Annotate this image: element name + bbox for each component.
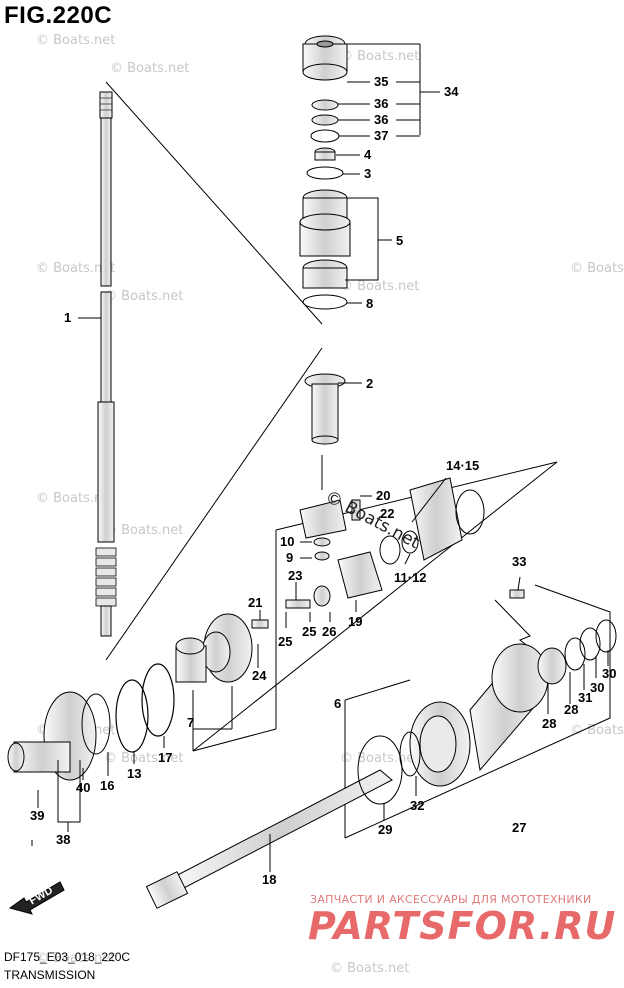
watermark: © Boats.net: [36, 951, 115, 966]
callout-33: 33: [512, 554, 526, 569]
watermark: © Boats.net: [570, 261, 624, 276]
callout-29: 29: [378, 822, 392, 837]
callout-labels: 1 2 3 4 5 6 7 8 9 10 11·12 13 14·15 16 1…: [30, 74, 616, 887]
figure-title: FIG.220C: [4, 2, 113, 29]
callout-22: 22: [380, 506, 394, 521]
callout-5: 5: [396, 233, 403, 248]
sleeve-part: [304, 373, 346, 445]
callout-38: 38: [56, 832, 70, 847]
gear-case-housing: [357, 589, 617, 805]
watermark: © Boats.net: [36, 261, 115, 276]
diagram-code: DF175_E03_018_220C: [4, 950, 131, 964]
watermark: © Boats.net: [36, 33, 115, 48]
callout-7: 7: [187, 715, 194, 730]
callout-30a: 30: [602, 666, 616, 681]
callout-4: 4: [364, 147, 372, 162]
callout-27: 27: [512, 820, 526, 835]
reverse-gear-part: [175, 613, 269, 683]
bracket-lines: [37, 43, 609, 872]
callout-40: 40: [76, 780, 90, 795]
watermark: © Boats.net: [570, 723, 624, 738]
callout-3: 3: [364, 166, 371, 181]
callout-25: 25: [278, 634, 292, 649]
callout-9: 9: [286, 550, 293, 565]
callout-13: 13: [127, 766, 141, 781]
callout-21: 21: [248, 595, 262, 610]
callout-34: 34: [444, 84, 459, 99]
diagram-caption: TRANSMISSION: [4, 968, 96, 982]
callout-23: 23: [288, 568, 302, 583]
watermark: © Boats.net: [104, 289, 183, 304]
callout-18: 18: [262, 872, 276, 887]
brand-logo: PARTSFOR.RU: [308, 904, 617, 948]
watermark: © Boats.net: [340, 751, 419, 766]
thrust-washers: [115, 663, 175, 753]
bevel-gear-part: [409, 477, 485, 561]
watermark: © Boats.net: [110, 61, 189, 76]
callout-8: 8: [366, 296, 373, 311]
callout-26: 26: [322, 624, 336, 639]
callout-17: 17: [158, 750, 172, 765]
callout-19: 19: [348, 614, 362, 629]
watermark: © Boats.net: [330, 961, 409, 976]
callout-14-15: 14·15: [446, 458, 479, 473]
callout-30b: 30: [590, 680, 604, 695]
callout-25b: 25: [302, 624, 316, 639]
watermark: © Boats.net: [36, 491, 115, 506]
callout-6: 6: [334, 696, 341, 711]
callout-16: 16: [100, 778, 114, 793]
pinion-gear-part: [299, 499, 361, 561]
callout-37: 37: [374, 128, 388, 143]
callout-20: 20: [376, 488, 390, 503]
callout-10: 10: [280, 534, 294, 549]
callout-28a: 28: [542, 716, 556, 731]
watermark: © Boats.net: [340, 49, 419, 64]
prop-shaft-holder: [7, 691, 111, 781]
callout-35: 35: [374, 74, 388, 89]
watermark: © Boats.net: [340, 279, 419, 294]
clutch-assembly: [285, 530, 419, 609]
callout-36a: 36: [374, 96, 388, 111]
callout-24: 24: [252, 668, 267, 683]
drive-shaft-part: [95, 91, 117, 637]
watermark: © Boats.net: [104, 751, 183, 766]
brand-tagline: ЗАПЧАСТИ И АКСЕССУАРЫ ДЛЯ МОТОТЕХНИКИ: [310, 893, 592, 906]
upper-bearing-stack: [299, 35, 351, 310]
forward-arrow-icon: FWD: [8, 881, 65, 915]
callout-28b: 28: [564, 702, 578, 717]
propeller-shaft-part: [145, 769, 393, 909]
callout-36b: 36: [374, 112, 388, 127]
callout-31: 31: [578, 690, 592, 705]
callout-2: 2: [366, 376, 373, 391]
callout-39: 39: [30, 808, 44, 823]
callout-32: 32: [410, 798, 424, 813]
callout-11-12: 11·12: [394, 570, 427, 585]
callout-1: 1: [64, 310, 71, 325]
watermark: © Boats.net: [104, 523, 183, 538]
